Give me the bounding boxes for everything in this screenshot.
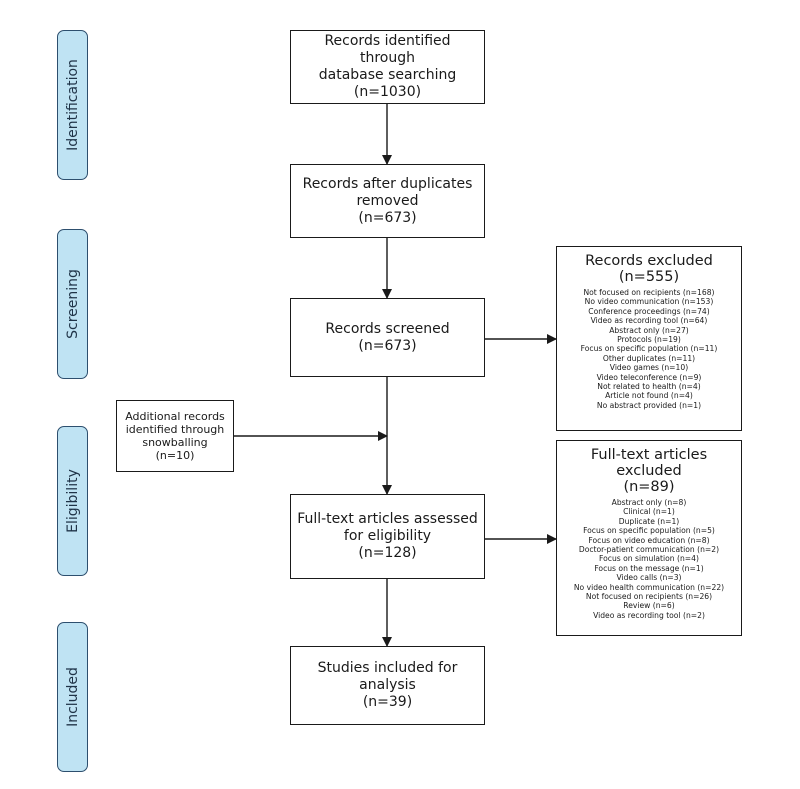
phase-identification-label: Identification (64, 59, 81, 151)
fulltext-excluded-count: (n=89) (623, 479, 675, 495)
box-line: Studies included for (317, 660, 458, 676)
exclusion-reason: Clinical (n=1) (623, 507, 675, 517)
records-excluded-box: Records excluded (n=555) Not focused on … (556, 246, 742, 431)
box-line: Records screened (325, 320, 450, 337)
records-screened-box: Records screened (n=673) (290, 298, 485, 377)
snowballing-box: Additional records identified through sn… (116, 400, 234, 472)
box-count: (n=39) (362, 694, 413, 710)
box-line: snowballing (142, 436, 208, 449)
fulltext-excluded-title: Full-text articles (590, 447, 708, 463)
exclusion-reason: Video teleconference (n=9) (596, 372, 702, 382)
studies-included-box: Studies included for analysis (n=39) (290, 646, 485, 725)
exclusion-reason: Abstract only (n=8) (611, 498, 687, 507)
exclusion-reason: Video calls (n=3) (616, 573, 682, 583)
exclusion-reason: Protocols (n=19) (617, 335, 681, 345)
fulltext-excluded-list: Abstract only (n=8) Clinical (n=1) Dupli… (574, 498, 724, 620)
phase-screening-label: Screening (64, 269, 81, 339)
exclusion-reason: Other duplicates (n=11) (602, 353, 696, 363)
box-line: database searching (318, 67, 457, 83)
exclusion-reason: Conference proceedings (n=74) (588, 306, 710, 316)
box-line: identified through (125, 423, 225, 436)
phase-identification: Identification (57, 30, 88, 180)
phase-eligibility-label: Eligibility (64, 469, 81, 533)
box-line: Records after duplicates (302, 175, 473, 192)
records-identified-box: Records identified through database sear… (290, 30, 485, 104)
exclusion-reason: Video as recording tool (n=2) (593, 610, 705, 620)
exclusion-reason: Abstract only (n=27) (609, 325, 689, 335)
exclusion-reason: No video communication (n=153) (584, 297, 714, 307)
box-line: Records identified through (324, 33, 451, 66)
exclusion-reason: Focus on the message (n=1) (594, 563, 704, 573)
box-count: (n=1030) (353, 84, 422, 100)
records-deduplicated-box: Records after duplicates removed (n=673) (290, 164, 485, 238)
box-line: removed (356, 192, 419, 209)
exclusion-reason: No abstract provided (n=1) (596, 400, 702, 410)
box-count: (n=128) (358, 545, 417, 561)
phase-included: Included (57, 622, 88, 772)
fulltext-excluded-title-line2: excluded (616, 463, 682, 479)
box-count: (n=673) (358, 209, 417, 226)
exclusion-reason: Review (n=6) (623, 601, 675, 611)
box-count: (n=673) (358, 337, 417, 354)
exclusion-reason: Video games (n=10) (609, 363, 689, 373)
exclusion-reason: Article not found (n=4) (605, 391, 693, 401)
box-line: Additional records (125, 410, 225, 423)
exclusion-reason: Focus on simulation (n=4) (599, 554, 699, 564)
box-line: for eligibility (343, 528, 432, 544)
exclusion-reason: Not focused on recipients (n=168) (583, 288, 715, 297)
exclusion-reason: Focus on specific population (n=11) (580, 344, 718, 354)
records-excluded-count: (n=555) (618, 269, 680, 285)
fulltext-assessed-box: Full-text articles assessed for eligibil… (290, 494, 485, 579)
phase-eligibility: Eligibility (57, 426, 88, 576)
exclusion-reason: Doctor-patient communication (n=2) (578, 545, 720, 555)
records-excluded-list: Not focused on recipients (n=168) No vid… (581, 288, 718, 410)
exclusion-reason: Duplicate (n=1) (618, 516, 680, 526)
phase-screening: Screening (57, 229, 88, 379)
box-line: Full-text articles assessed (297, 511, 478, 527)
phase-included-label: Included (64, 667, 81, 727)
exclusion-reason: Not focused on recipients (n=26) (585, 592, 713, 602)
exclusion-reason: Not related to health (n=4) (597, 382, 701, 392)
exclusion-reason: Video as recording tool (n=64) (590, 316, 708, 326)
fulltext-excluded-box: Full-text articles excluded (n=89) Abstr… (556, 440, 742, 636)
exclusion-reason: No video health communication (n=22) (573, 582, 725, 592)
exclusion-reason: Focus on video education (n=8) (588, 535, 710, 545)
box-line: analysis (359, 677, 416, 693)
exclusion-reason: Focus on specific population (n=5) (583, 526, 715, 536)
box-count: (n=10) (155, 449, 195, 462)
records-excluded-title: Records excluded (585, 253, 713, 269)
